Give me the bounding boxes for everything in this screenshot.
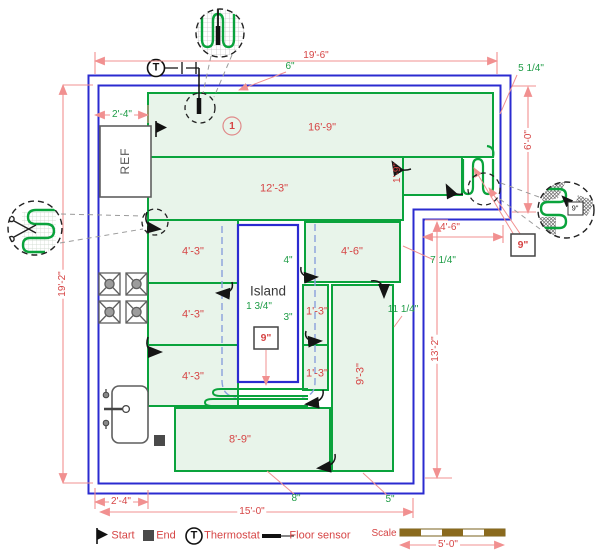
island-outline — [236, 223, 300, 384]
circuit-number: 1 — [229, 119, 235, 132]
mat-right-tall — [331, 284, 394, 472]
sensor-ref-circle — [184, 92, 216, 124]
heating-mat-regions — [147, 92, 494, 472]
legend-end-icon — [143, 530, 154, 541]
dim-bottom-gap-right: 5" — [385, 494, 395, 505]
legend-thermostat-label: Thermostat — [204, 529, 260, 542]
dim-corner-gap: 5 1/4" — [518, 63, 544, 74]
thermostat-symbol: T — [152, 61, 160, 74]
mat-right-upper — [304, 221, 401, 283]
region-label-gap2: 1'-3" — [306, 367, 328, 380]
detail-bubble-cut — [7, 200, 63, 256]
dim-wing-height: 6'-0" — [523, 128, 534, 152]
wall-inner — [97, 84, 502, 485]
refrigerator-label: REF — [118, 147, 132, 175]
detail-leaders — [59, 54, 541, 244]
spacing-box-right — [510, 233, 536, 257]
spacing-box-island — [253, 326, 279, 350]
detail-bubble-sensor — [195, 8, 245, 58]
legend-symbols — [96, 527, 294, 545]
serpentine-ref-circle — [467, 172, 501, 206]
cable-serpentine — [461, 144, 495, 196]
fixtures — [98, 125, 152, 444]
spacing-callout-boxes — [253, 233, 536, 350]
burner — [98, 272, 121, 296]
spacing-detail: 9" — [571, 203, 579, 213]
cable-end-symbol — [154, 435, 165, 446]
region-label-band1: 16'-9" — [307, 121, 337, 134]
legend-thermostat-icon — [185, 527, 203, 545]
detail-bubble-spacing — [537, 181, 595, 239]
mat-bottom-band — [174, 407, 331, 472]
burner — [125, 272, 148, 296]
dim-bottom-gap-left: 8" — [291, 493, 301, 504]
scale-label: Scale — [371, 528, 397, 539]
sink — [102, 385, 149, 444]
dim-right-gap-lower: 11 1/4" — [387, 304, 419, 315]
refrigerator-outline — [99, 125, 152, 198]
dim-stem-height: 13'-2" — [430, 334, 441, 364]
dim-bottom-width: 15'-0" — [237, 506, 267, 517]
cable-start-symbol — [155, 121, 167, 137]
spacing-island: 9" — [260, 331, 272, 344]
dim-left-height: 19'-2" — [57, 269, 68, 299]
region-label-right-upper: 4'-6" — [341, 245, 363, 258]
region-label-band2: 12'-3" — [259, 182, 289, 195]
detail-reference-circles — [141, 92, 501, 236]
dim-left-offset: 2'-4" — [110, 109, 134, 120]
dim-island-right-gap: 3" — [283, 312, 293, 323]
scale-bar — [399, 528, 506, 537]
legend-end-label: End — [156, 529, 176, 542]
region-label-right-tall: 9'-3" — [354, 363, 367, 385]
burner — [98, 300, 121, 324]
wall-outer — [87, 74, 512, 495]
island-label: Island — [249, 283, 287, 299]
region-label-strip1: 4'-3" — [182, 245, 204, 258]
turn-ref-circle — [141, 208, 169, 236]
dim-mat-offset-top: 6" — [285, 61, 295, 72]
region-label-bottom: 8'-9" — [229, 433, 251, 446]
dim-right-gap-upper: 7 1/4" — [430, 255, 456, 266]
spacing-box-detail — [567, 201, 584, 216]
leader-lines — [238, 71, 522, 496]
region-label-step: 1'-9" — [392, 163, 403, 183]
dim-top-width: 19'-6" — [303, 50, 329, 61]
mat-left-strips — [147, 219, 239, 407]
legend-start-label: Start — [111, 529, 135, 542]
region-label-gap1: 1'-3" — [306, 305, 328, 318]
mat-band1 — [147, 92, 494, 158]
cooktop — [98, 272, 148, 324]
dim-notch-width: 4'-6" — [440, 222, 460, 233]
mat-step — [402, 156, 463, 196]
dim-island-top-gap: 4" — [283, 255, 293, 266]
legend-floor-sensor-label: Floor sensor — [289, 529, 351, 542]
legend-start-icon — [97, 529, 108, 540]
walls — [87, 74, 512, 495]
dim-bottom-offset: 2'-4" — [109, 496, 133, 507]
mat-band2 — [147, 156, 404, 221]
region-label-strip2: 4'-3" — [182, 308, 204, 321]
dim-island-left-gap: 1 3/4" — [246, 301, 272, 312]
circuit-number-circle — [222, 116, 242, 136]
burner — [125, 300, 148, 324]
legend-thermostat-symbol: T — [190, 529, 198, 542]
loop-turn-arrows — [145, 160, 464, 473]
spacing-right: 9" — [517, 238, 529, 251]
region-label-strip3: 4'-3" — [182, 370, 204, 383]
scale-length: 5'-0" — [436, 539, 460, 550]
cable-hairpins — [203, 388, 308, 407]
